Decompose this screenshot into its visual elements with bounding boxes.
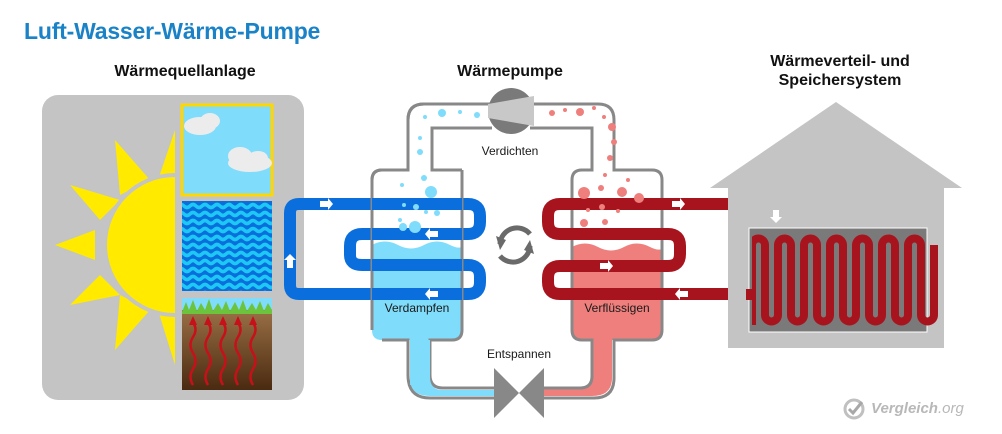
wave-line bbox=[182, 218, 272, 226]
bubble bbox=[549, 110, 555, 116]
arrow-head bbox=[234, 316, 242, 325]
heading-distribution-line1: Wärmeverteil- und bbox=[770, 53, 910, 70]
arrow-right-icon bbox=[672, 198, 685, 210]
label-condense: Verflüssigen bbox=[584, 301, 650, 315]
flow-arrows bbox=[284, 198, 782, 300]
bubble bbox=[592, 106, 596, 110]
bubble bbox=[611, 139, 617, 145]
heading-heat-pump: Wärmepumpe bbox=[457, 63, 563, 80]
cycle-arrows-icon bbox=[497, 225, 533, 265]
bubble bbox=[617, 187, 627, 197]
bubble bbox=[474, 112, 480, 118]
bubble bbox=[418, 136, 422, 140]
page-title: Luft-Wasser-Wärme-Pumpe bbox=[24, 18, 321, 44]
bubble bbox=[434, 210, 440, 216]
wave-line bbox=[182, 202, 272, 210]
arrow-left-icon bbox=[675, 288, 688, 300]
brand-tld: .org bbox=[937, 400, 964, 417]
arrow-left-icon bbox=[425, 228, 438, 240]
wave-line bbox=[182, 250, 272, 258]
expansion-valve-icon bbox=[494, 368, 544, 418]
heat-wave-arrow bbox=[219, 322, 227, 386]
condenser-coil bbox=[572, 198, 662, 300]
arrow-right-icon bbox=[320, 198, 333, 210]
wave-line bbox=[182, 282, 272, 290]
bubble bbox=[580, 219, 588, 227]
vapor-bubbles-cold bbox=[398, 109, 480, 233]
arrow-down-icon bbox=[770, 210, 782, 223]
cloud-icon bbox=[184, 113, 272, 172]
bubble bbox=[438, 109, 446, 117]
bubble bbox=[607, 155, 613, 161]
vapor-bubbles-hot bbox=[549, 106, 644, 227]
heading-distribution-line2: Speichersystem bbox=[778, 72, 902, 89]
heading-distribution: Wärmeverteil- und Speichersystem bbox=[720, 52, 960, 90]
brand-name: Vergleich bbox=[871, 400, 938, 417]
arrow-up-icon bbox=[284, 254, 296, 268]
wave-line bbox=[182, 234, 272, 242]
bubble bbox=[423, 115, 427, 119]
bubble bbox=[409, 221, 421, 233]
bubble bbox=[608, 123, 616, 131]
bubble bbox=[603, 173, 607, 177]
wave-line bbox=[182, 242, 272, 250]
heat-wave-arrow bbox=[234, 322, 242, 386]
bubble bbox=[626, 178, 630, 182]
arrow-head bbox=[249, 316, 257, 325]
bubble bbox=[425, 186, 437, 198]
wave-line bbox=[182, 266, 272, 274]
check-circle-icon bbox=[843, 398, 865, 420]
bubble bbox=[599, 204, 605, 210]
label-compress: Verdichten bbox=[481, 144, 539, 158]
bubble bbox=[616, 209, 620, 213]
wave-line bbox=[182, 226, 272, 234]
bubble bbox=[598, 185, 604, 191]
heat-wave-arrow bbox=[204, 322, 212, 386]
heat-wave-arrow bbox=[249, 322, 257, 386]
cold-brine-loop bbox=[284, 198, 486, 300]
bubble bbox=[398, 218, 402, 222]
arrow-left-icon bbox=[425, 288, 438, 300]
bubble bbox=[586, 208, 590, 212]
label-evaporate: Verdampfen bbox=[384, 301, 450, 315]
wave-line bbox=[182, 258, 272, 266]
bubble bbox=[424, 210, 428, 214]
bubble bbox=[421, 175, 427, 181]
arrow-head bbox=[189, 316, 197, 325]
heat-wave-arrow bbox=[189, 322, 197, 386]
arrow-head bbox=[219, 316, 227, 325]
bubble bbox=[402, 203, 406, 207]
evaporator-coil bbox=[372, 198, 462, 300]
compressor-icon bbox=[488, 88, 534, 134]
bubble bbox=[634, 193, 644, 203]
ground-tile bbox=[182, 298, 272, 390]
wave-line bbox=[182, 274, 272, 282]
bubble bbox=[399, 223, 407, 231]
brand-logo: Vergleich.org bbox=[843, 398, 964, 420]
water-tile bbox=[182, 201, 272, 291]
arrow-right-icon bbox=[600, 260, 613, 272]
bubble bbox=[400, 183, 404, 187]
bubble bbox=[563, 108, 567, 112]
bubble bbox=[413, 204, 419, 210]
bubble bbox=[602, 219, 608, 225]
bubble bbox=[576, 108, 584, 116]
wave-line bbox=[182, 210, 272, 218]
sun-icon bbox=[55, 130, 175, 365]
heading-heat-source: Wärmequellanlage bbox=[114, 63, 256, 80]
bubble bbox=[602, 115, 606, 119]
label-expand: Entspannen bbox=[486, 347, 552, 361]
arrow-head bbox=[204, 316, 212, 325]
bubble bbox=[417, 149, 423, 155]
bubble bbox=[458, 110, 462, 114]
bubble bbox=[578, 187, 590, 199]
